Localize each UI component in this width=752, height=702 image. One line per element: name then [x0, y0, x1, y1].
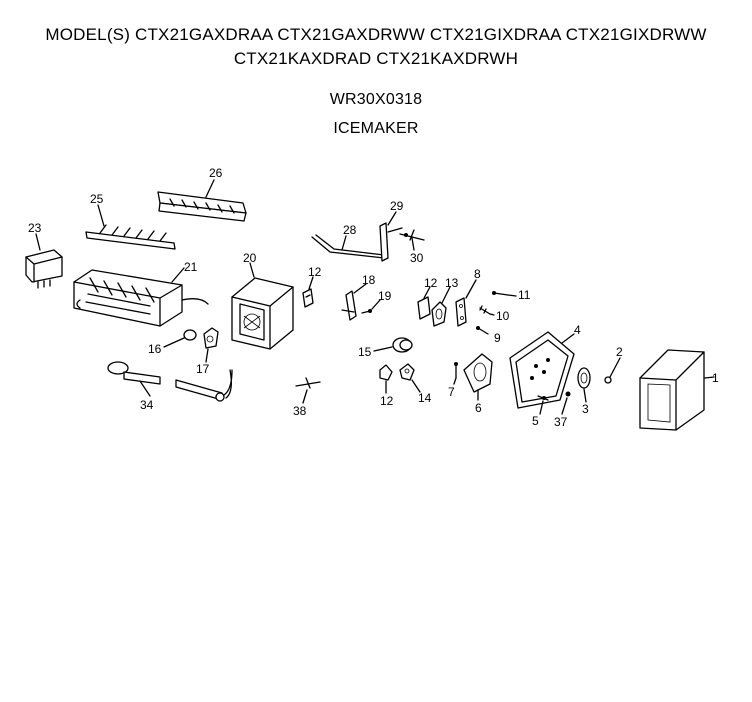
callout-12a: 12 [308, 265, 322, 279]
part-9-screw [476, 326, 489, 335]
callout-9: 9 [494, 331, 501, 345]
part-16-spacer [183, 329, 197, 341]
callout-30: 30 [410, 251, 424, 265]
heater-harness [175, 369, 233, 402]
part-29-bracket [379, 222, 403, 262]
callout-6: 6 [475, 401, 482, 415]
callout-16: 16 [148, 342, 162, 356]
part-34-fill-tube [107, 361, 161, 385]
part-13-thermostat [431, 301, 447, 327]
part-15-motor [392, 337, 413, 353]
callout-11: 11 [518, 288, 531, 302]
part-7-screw [454, 362, 458, 379]
part-12-clip-a [302, 288, 314, 308]
part-11-screw [492, 291, 509, 296]
part-26-rail [157, 191, 247, 222]
callout-8: 8 [474, 267, 481, 281]
part-3-gear [577, 367, 591, 389]
callout-7: 7 [448, 385, 455, 399]
part-20-support [231, 277, 294, 350]
callout-17: 17 [196, 362, 210, 376]
part-12-clip-b [417, 296, 431, 320]
callout-13: 13 [445, 276, 459, 290]
callout-1: 1 [712, 371, 719, 385]
assembly-title: ICEMAKER [333, 120, 419, 137]
part-5-screw [537, 395, 549, 401]
callout-2: 2 [616, 345, 623, 359]
callout-5: 5 [532, 414, 539, 428]
model-list-line-2: CTX21KAXDRAD CTX21KAXDRWH [233, 49, 519, 68]
part-37-screw [565, 391, 571, 397]
part-14-coupler [399, 363, 415, 381]
callout-12c: 12 [380, 394, 394, 408]
callout-21: 21 [184, 260, 198, 274]
callout-23: 23 [28, 221, 42, 235]
part-38-wire [295, 377, 321, 389]
part-17-bearing [203, 327, 219, 349]
callout-14: 14 [418, 391, 432, 405]
callout-12b: 12 [424, 276, 438, 290]
callout-10: 10 [496, 309, 510, 323]
part-8-switch [455, 297, 467, 327]
part-number: WR30X0318 [329, 91, 423, 108]
part-25-ejector [85, 224, 176, 250]
callout-15: 15 [358, 345, 372, 359]
part-18-lever [341, 290, 357, 321]
callout-4: 4 [574, 323, 581, 337]
part-2-screw [604, 376, 612, 384]
callout-37: 37 [554, 415, 568, 429]
part-6-cam [463, 353, 493, 393]
part-30-pin [399, 229, 425, 241]
part-4-plate [509, 331, 575, 409]
part-28-shutoff-arm [311, 234, 385, 259]
part-23-housing [25, 249, 63, 289]
callout-26: 26 [209, 166, 223, 180]
callout-19: 19 [378, 289, 392, 303]
part-12-clip-c [379, 364, 393, 381]
part-21-mold [73, 269, 209, 327]
part-10-screw [479, 305, 491, 315]
callout-29: 29 [390, 199, 404, 213]
callout-3: 3 [582, 402, 589, 416]
callout-38: 38 [293, 404, 307, 418]
callout-18: 18 [362, 273, 376, 287]
part-1-cover [639, 349, 705, 431]
callout-34: 34 [140, 398, 154, 412]
model-list-line-1: MODEL(S) CTX21GAXDRAA CTX21GAXDRWW CTX21… [45, 25, 707, 44]
callout-20: 20 [243, 251, 257, 265]
part-19-screw [361, 309, 372, 314]
callout-28: 28 [343, 223, 357, 237]
callout-25: 25 [90, 192, 104, 206]
